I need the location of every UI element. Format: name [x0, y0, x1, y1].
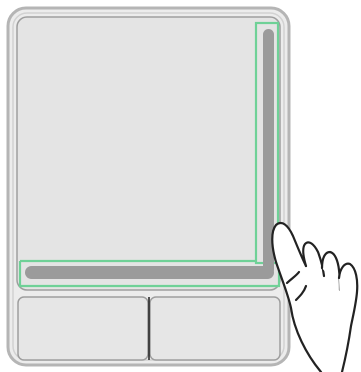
ring-finger: [322, 252, 340, 290]
horizontal-scroll-bar: [25, 266, 274, 279]
touch-surface[interactable]: [17, 17, 280, 290]
right-button[interactable]: [150, 297, 280, 360]
little-finger: [339, 264, 357, 372]
left-button[interactable]: [18, 297, 148, 360]
